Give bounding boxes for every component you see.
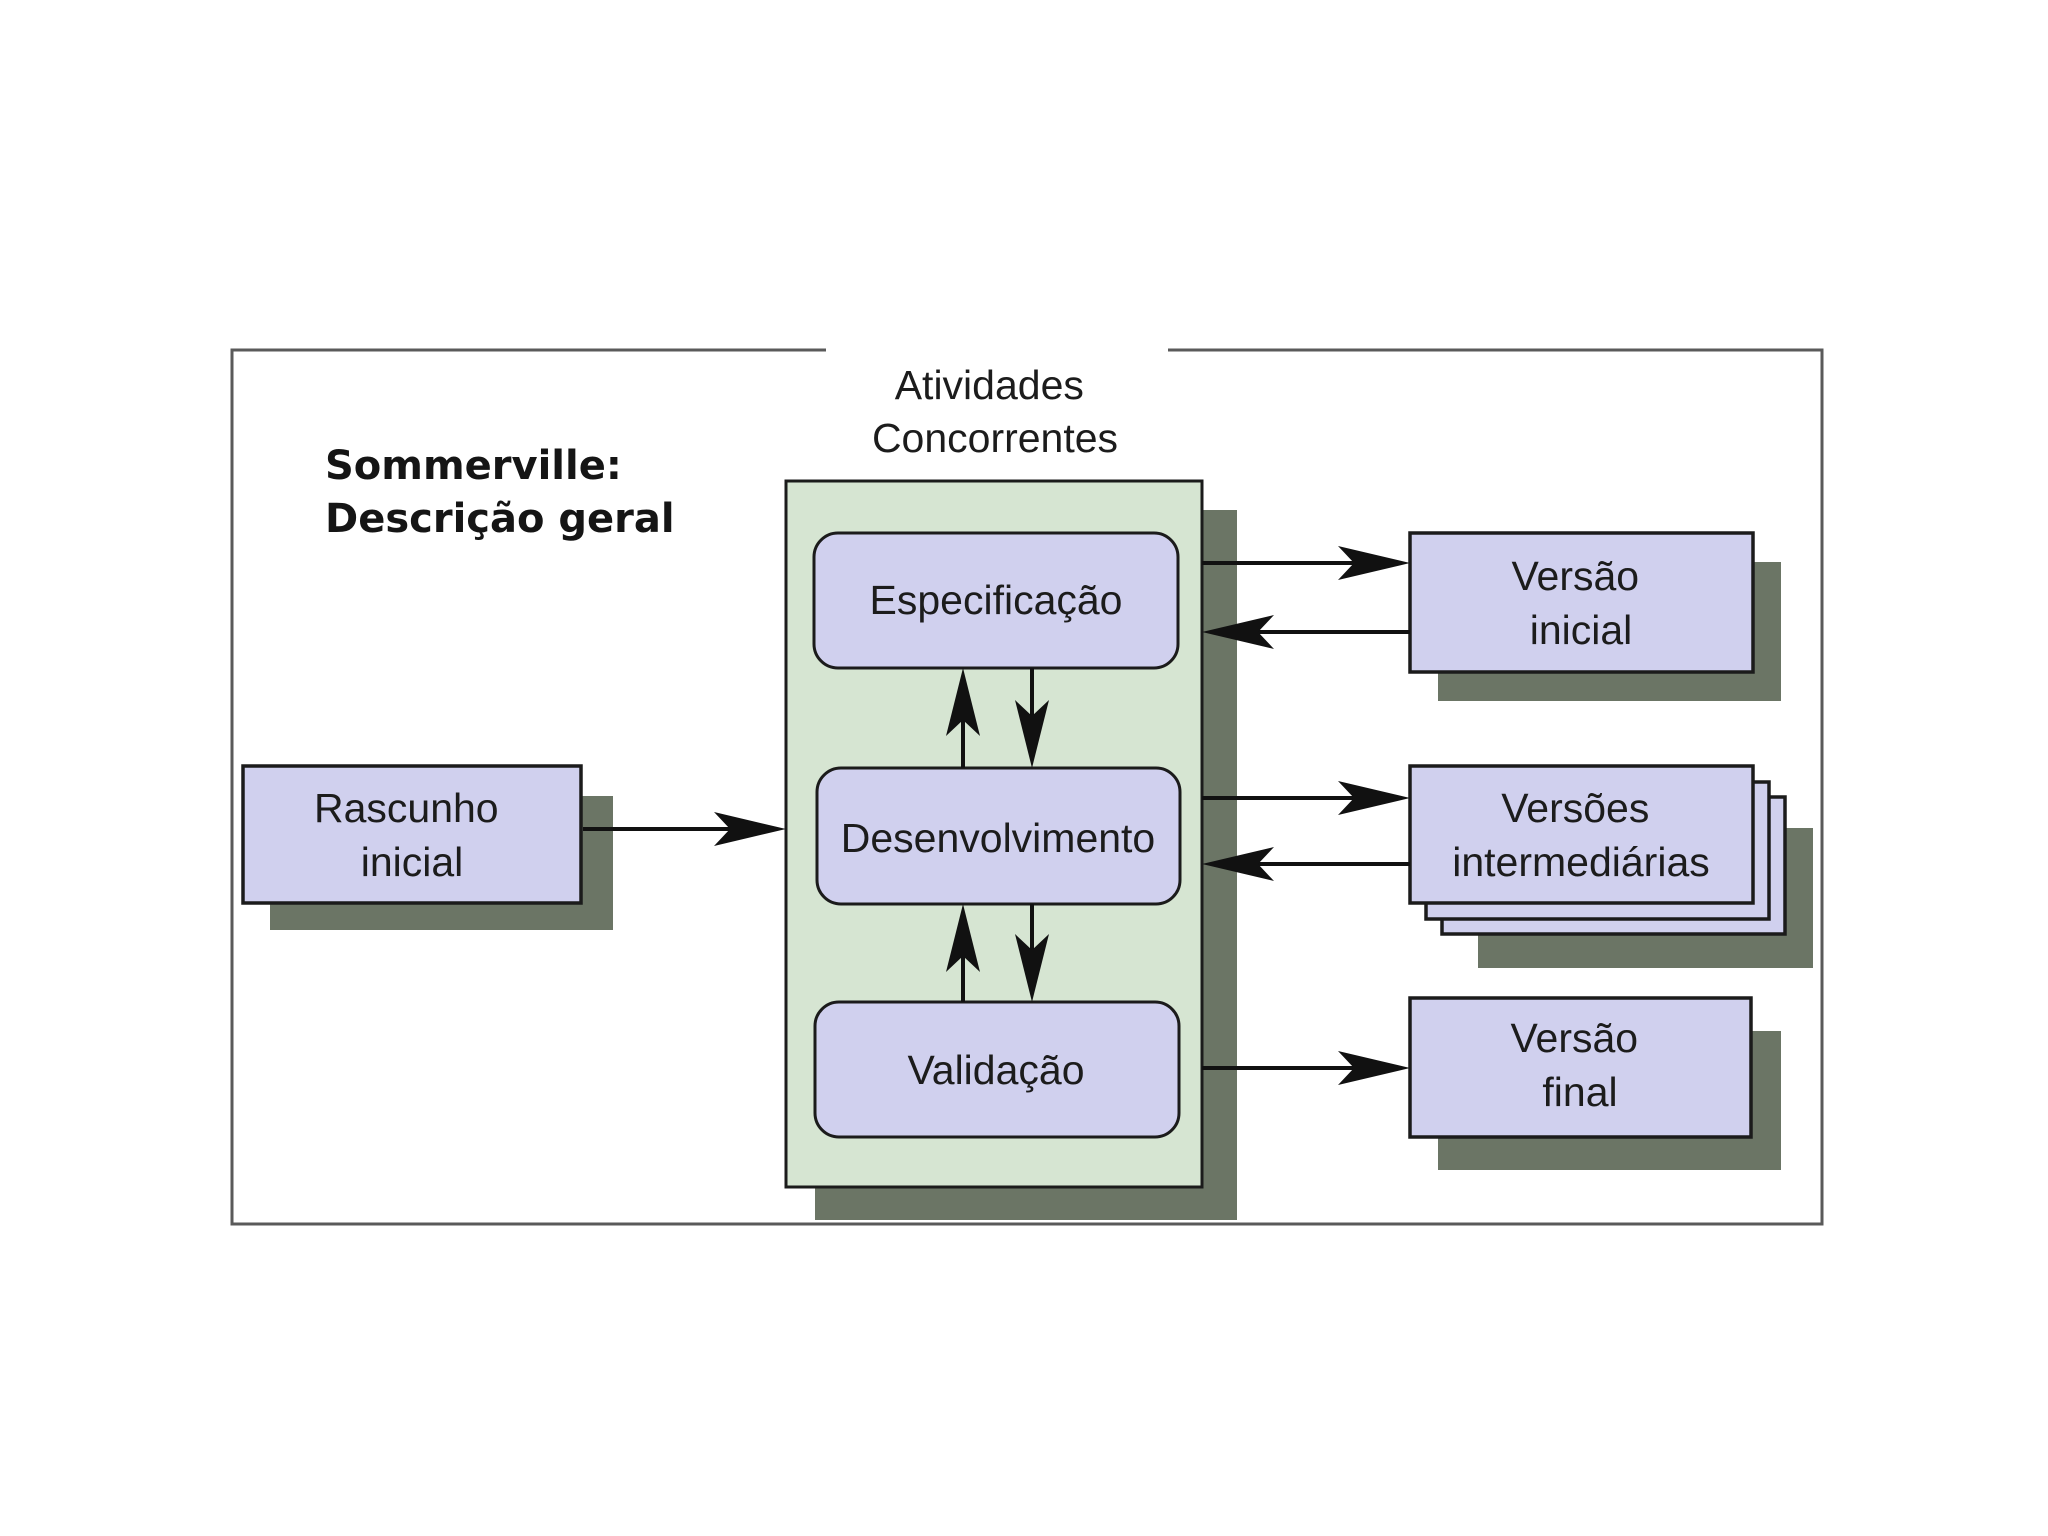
activity-validation-label: Validação (907, 1047, 1084, 1093)
frame-caption-gap (826, 344, 1168, 356)
block-initial-draft: Rascunho inicial (241, 764, 613, 930)
arrow-initial-version-to-activities (1202, 615, 1410, 649)
block-initial-version: Versão inicial (1408, 531, 1781, 701)
arrow-intermediate-versions-to-activities (1202, 847, 1410, 881)
final-version-line-1: Versão (1510, 1015, 1638, 1061)
initial-version-line-1: Versão (1511, 553, 1639, 599)
svg-text:Rascunho inicial: Rascunho inicial (314, 785, 510, 885)
activity-specification-label: Especificação (870, 577, 1123, 623)
svg-text:Versão inicial: Versão inicial (1511, 553, 1650, 653)
activity-development-label: Desenvolvimento (841, 815, 1156, 861)
intermediate-versions-line-1: Versões (1501, 785, 1649, 831)
initial-version-line-2: inicial (1530, 607, 1633, 653)
arrow-development-to-specification (946, 668, 980, 768)
heading-line-1: Sommerville: (325, 443, 622, 489)
arrow-development-to-validation (1015, 904, 1049, 1002)
svg-text:Versões intermediárias: Versões intermediárias (1452, 785, 1710, 885)
arrow-specification-to-development (1015, 668, 1049, 768)
initial-draft-line-1: Rascunho (314, 785, 499, 831)
arrow-draft-to-activities (583, 812, 786, 846)
container-caption-line-2: Concorrentes (872, 415, 1118, 461)
arrow-activities-to-intermediate-versions (1202, 781, 1410, 815)
heading-line-2: Descrição geral (325, 496, 675, 542)
block-final-version: Versão final (1408, 996, 1781, 1170)
container-caption-line-1: Atividades (895, 362, 1084, 408)
final-version-line-2: final (1542, 1069, 1617, 1115)
intermediate-versions-line-2: intermediárias (1452, 839, 1710, 885)
activity-development: Desenvolvimento (815, 766, 1182, 906)
container-caption: Atividades Concorrentes (872, 362, 1118, 461)
block-intermediate-versions: Versões intermediárias (1408, 764, 1813, 968)
diagram-heading: Sommerville: Descrição geral (325, 443, 675, 542)
activity-validation: Validação (813, 1000, 1181, 1139)
arrow-validation-to-development (946, 904, 980, 1002)
arrow-activities-to-initial-version (1202, 546, 1410, 580)
arrow-activities-to-final-version (1202, 1051, 1410, 1085)
activity-specification: Especificação (812, 531, 1180, 670)
initial-draft-line-2: inicial (361, 839, 464, 885)
svg-text:Versão final: Versão final (1510, 1015, 1649, 1115)
